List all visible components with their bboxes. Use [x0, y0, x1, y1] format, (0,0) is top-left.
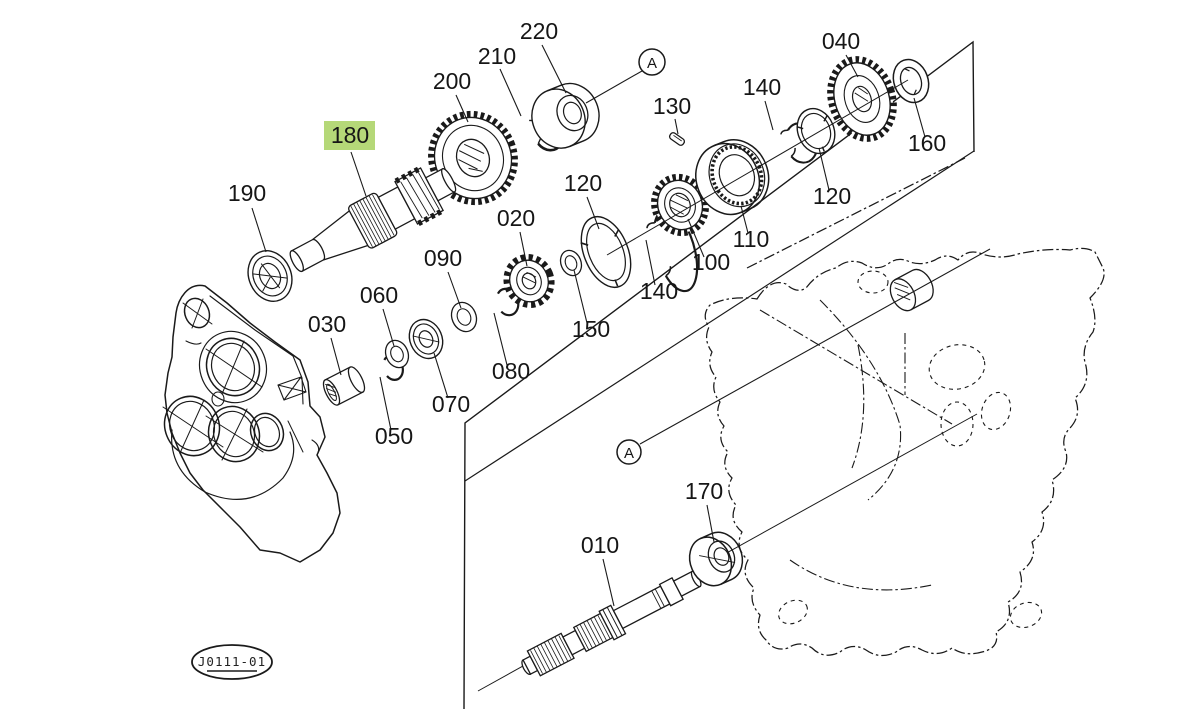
part-label-080[interactable]: 080: [492, 358, 530, 384]
part-180-drawing: [289, 165, 457, 273]
housing-boss-drawing: [889, 268, 934, 312]
leader-150: [573, 269, 588, 324]
part-label-210[interactable]: 210: [478, 43, 516, 69]
leader-010: [602, 558, 615, 607]
stamp-code: J0111-01: [198, 654, 266, 669]
part-190-drawing: [247, 250, 293, 302]
part-label-110[interactable]: 110: [733, 226, 770, 252]
leader-090: [447, 271, 462, 309]
section-marker-letter: A: [624, 445, 634, 462]
part-020-drawing: [503, 254, 555, 308]
leader-120-left: [586, 196, 600, 230]
right-housing-drawing: [704, 157, 1105, 657]
part-100-drawing: [651, 173, 709, 237]
part-label-090[interactable]: 090: [424, 245, 462, 271]
part-070-drawing: [408, 318, 444, 360]
leader-040: [845, 54, 859, 78]
leader-140-top: [764, 100, 774, 131]
leader-section-a-top: [585, 70, 643, 104]
leader-070: [433, 352, 449, 399]
section-marker-letter: A: [647, 55, 657, 72]
part-label-030[interactable]: 030: [308, 311, 346, 337]
part-label-160[interactable]: 160: [908, 130, 946, 156]
leader-190: [251, 207, 267, 253]
part-label-130[interactable]: 130: [653, 93, 691, 119]
part-150-drawing: [559, 249, 583, 277]
part-170-drawing: [688, 531, 744, 587]
leader-120-right: [818, 147, 830, 191]
part-010-drawing: [521, 570, 702, 677]
part-label-050[interactable]: 050: [375, 423, 413, 449]
part-130-drawing: [668, 132, 686, 146]
part-label-010[interactable]: 010: [581, 532, 619, 558]
part-110-drawing: [695, 139, 770, 216]
stamp: J0111-01: [191, 644, 273, 680]
part-label-140-mid[interactable]: 140: [640, 278, 678, 304]
leader-180: [350, 151, 367, 197]
leader-020: [519, 231, 528, 267]
part-label-070[interactable]: 070: [432, 391, 470, 417]
leader-lines: [251, 44, 991, 607]
part-090-drawing: [450, 301, 478, 333]
section-marker-a-mid: A: [616, 439, 642, 465]
part-label-180[interactable]: 180: [331, 122, 369, 148]
leader-160: [913, 97, 926, 138]
leader-030: [330, 337, 342, 376]
countershaft-axis-line: [606, 79, 909, 256]
part-120-right-drawing: [796, 107, 836, 155]
left-housing-drawing: [162, 284, 341, 563]
leader-050: [379, 376, 392, 431]
leader-210: [499, 68, 522, 117]
leader-140-mid: [645, 239, 656, 286]
part-220-drawing: [531, 82, 600, 149]
part-label-220[interactable]: 220: [520, 18, 558, 44]
part-label-150[interactable]: 150: [572, 316, 610, 342]
part-label-020[interactable]: 020: [497, 205, 535, 231]
highlight-box-180: [324, 121, 375, 150]
leader-060: [382, 308, 395, 347]
leader-100: [687, 218, 705, 258]
leader-200: [455, 94, 469, 123]
part-030-drawing: [322, 366, 366, 406]
leader-130: [674, 118, 679, 135]
leader-220: [541, 44, 567, 94]
part-label-040[interactable]: 040: [822, 28, 860, 54]
part-060-drawing: [384, 339, 410, 369]
leader-section-a-mid: [639, 248, 991, 445]
part-label-170[interactable]: 170: [685, 478, 723, 504]
part-label-120-left[interactable]: 120: [564, 170, 602, 196]
part-labels: 180 220 210 200 040 140 130 160 120 120 …: [228, 18, 946, 558]
part-label-190[interactable]: 190: [228, 180, 266, 206]
stamp-oval: [191, 644, 273, 680]
panel-outline: [463, 40, 975, 710]
part-label-100[interactable]: 100: [692, 249, 730, 275]
section-marker-a-top: A: [638, 48, 666, 76]
leader-110: [740, 205, 749, 234]
part-160-drawing: [892, 58, 930, 104]
leader-170: [706, 504, 715, 543]
section-marker-circle: [638, 48, 666, 76]
part-label-120-right[interactable]: 120: [813, 183, 851, 209]
part-label-060[interactable]: 060: [360, 282, 398, 308]
section-marker-circle: [616, 439, 642, 465]
leader-080: [493, 312, 508, 366]
part-label-140-top[interactable]: 140: [743, 74, 781, 100]
part-label-200[interactable]: 200: [433, 68, 471, 94]
part-120-left-drawing: [580, 216, 632, 288]
